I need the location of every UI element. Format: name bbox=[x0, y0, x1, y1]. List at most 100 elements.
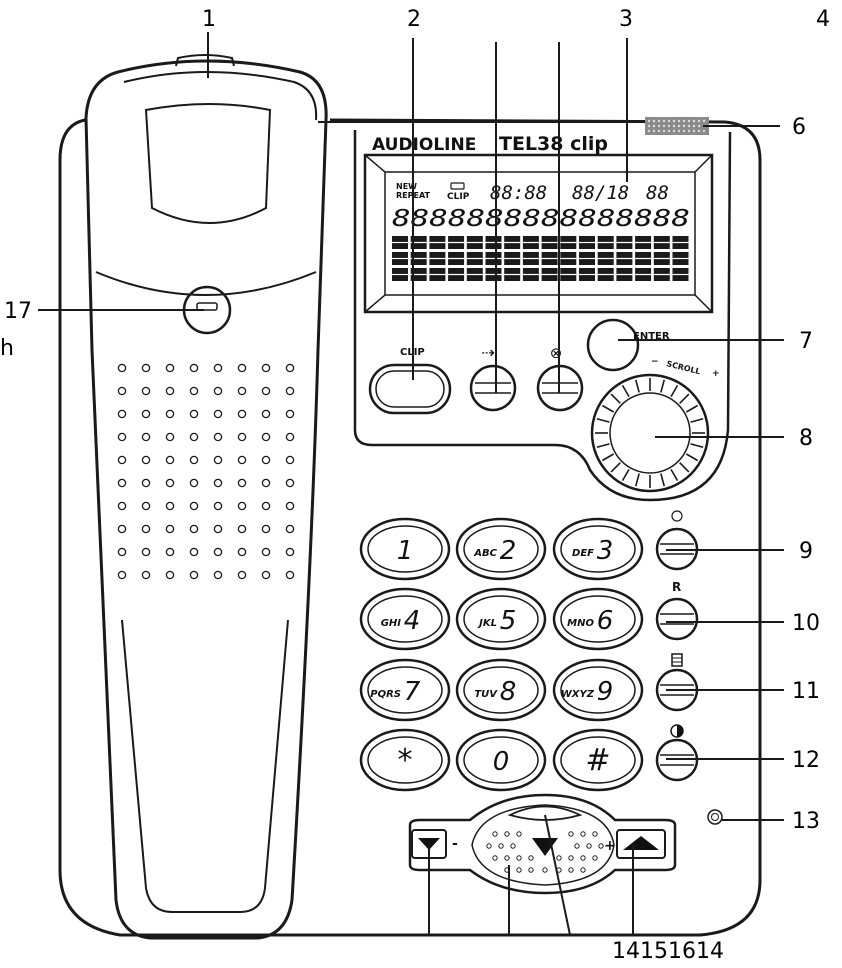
speaker-dot bbox=[677, 119, 681, 123]
dial-tick bbox=[610, 462, 621, 473]
mute-key[interactable] bbox=[655, 724, 699, 782]
grille-hole bbox=[141, 478, 151, 488]
grille-hole bbox=[117, 501, 127, 511]
dial-minus-label: − bbox=[651, 357, 659, 367]
speaker-dot bbox=[692, 124, 696, 128]
volume-up-button[interactable] bbox=[616, 829, 666, 859]
dial-tick bbox=[660, 473, 666, 487]
key-inner bbox=[367, 595, 443, 643]
key-letters: ABC bbox=[473, 548, 497, 559]
callout-6: 6 bbox=[792, 115, 806, 140]
grille-hole bbox=[237, 363, 247, 373]
speaker-hole bbox=[498, 843, 504, 849]
speaker-dot bbox=[672, 119, 676, 123]
grille-hole bbox=[213, 501, 223, 511]
key-digit: 9 bbox=[597, 677, 614, 707]
key-digit: 4 bbox=[404, 606, 421, 636]
speaker-hole bbox=[516, 831, 522, 837]
callout-12: 12 bbox=[792, 748, 820, 773]
speaker-hole bbox=[568, 867, 574, 873]
speaker-dot bbox=[682, 129, 686, 133]
speaker-dot bbox=[652, 124, 656, 128]
key-outer bbox=[552, 517, 644, 581]
speaker-hole bbox=[510, 843, 516, 849]
memory-icon bbox=[671, 653, 683, 667]
volume-minus-label: - bbox=[452, 836, 458, 852]
speaker-hole bbox=[492, 855, 498, 861]
key-inner bbox=[367, 736, 443, 784]
clip-button[interactable] bbox=[368, 363, 452, 415]
key-outer bbox=[552, 658, 644, 722]
memory-key[interactable] bbox=[655, 653, 699, 712]
keypad-key-0[interactable]: 0 bbox=[455, 728, 547, 792]
speaker-hole bbox=[542, 867, 548, 873]
grille-hole bbox=[189, 501, 199, 511]
callout-labels: 1 2 3 4 6 7 8 9 10 11 12 13 17 h 1415161… bbox=[0, 7, 830, 964]
volume-speaker-panel: - + bbox=[408, 793, 677, 895]
speaker-hole bbox=[580, 855, 586, 861]
speaker-dot bbox=[687, 119, 691, 123]
key-digit: 2 bbox=[500, 536, 517, 566]
grille-hole bbox=[213, 409, 223, 419]
callout-17: 17 bbox=[4, 299, 32, 324]
speaker-holes bbox=[486, 831, 604, 873]
grille-hole bbox=[165, 570, 175, 580]
keypad-key-hash[interactable]: # bbox=[552, 728, 644, 792]
grille-hole bbox=[141, 432, 151, 442]
key-inner bbox=[463, 666, 539, 714]
speaker-dot bbox=[687, 124, 691, 128]
dial-tick bbox=[679, 393, 690, 404]
grille-hole bbox=[285, 524, 295, 534]
keypad-key-1[interactable]: 1 bbox=[359, 517, 451, 581]
grille-hole bbox=[237, 409, 247, 419]
model-name: TEL38 clip bbox=[499, 133, 608, 155]
key-digit: 6 bbox=[597, 606, 614, 636]
key-outer bbox=[359, 517, 451, 581]
dial-tick bbox=[601, 404, 615, 413]
grille-hole bbox=[117, 524, 127, 534]
grille-hole bbox=[261, 501, 271, 511]
recall-key[interactable]: R bbox=[655, 580, 699, 641]
key-letters: JKL bbox=[477, 618, 497, 629]
side-function-keys: R bbox=[655, 510, 723, 825]
dial-tick bbox=[634, 379, 640, 393]
grille-hole bbox=[237, 570, 247, 580]
callout-9: 9 bbox=[799, 539, 813, 564]
scroll-dial[interactable] bbox=[590, 373, 710, 493]
speaker-dot bbox=[677, 124, 681, 128]
grille-hole bbox=[189, 455, 199, 465]
speaker-dot bbox=[697, 119, 701, 123]
grille-hole bbox=[189, 570, 199, 580]
delete-symbol: ⊗ bbox=[550, 344, 563, 362]
speaker-hole bbox=[580, 831, 586, 837]
speaker-dot bbox=[702, 119, 706, 123]
grille-hole bbox=[117, 409, 127, 419]
enter-button[interactable] bbox=[586, 318, 640, 372]
speaker-hole bbox=[568, 831, 574, 837]
redial-key[interactable] bbox=[655, 510, 699, 571]
grille-hole bbox=[213, 455, 223, 465]
key-outer bbox=[455, 517, 547, 581]
grille-hole bbox=[117, 455, 127, 465]
grille-hole bbox=[141, 409, 151, 419]
dial-tick bbox=[621, 468, 630, 482]
dial-tick bbox=[679, 462, 690, 473]
callout-1: 1 bbox=[202, 7, 216, 32]
key-outer bbox=[455, 658, 547, 722]
dial-tick bbox=[601, 453, 615, 462]
key-inner bbox=[560, 736, 636, 784]
grille-hole bbox=[213, 363, 223, 373]
keypad-key-star[interactable]: * bbox=[359, 728, 451, 792]
grille-hole bbox=[285, 363, 295, 373]
forward-button[interactable] bbox=[469, 364, 517, 412]
dial-tick bbox=[596, 417, 610, 423]
